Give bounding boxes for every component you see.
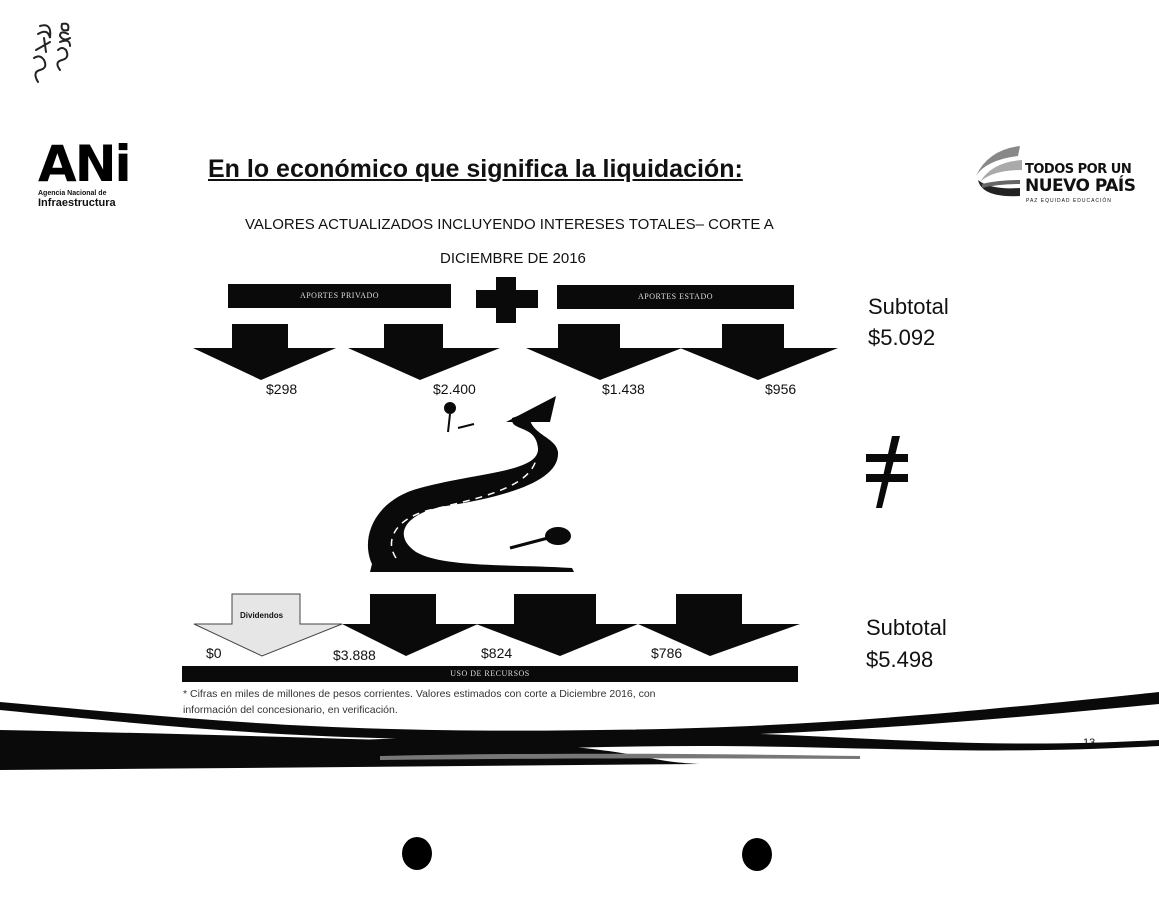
decorative-swoosh — [0, 692, 1159, 770]
ani-logo-line1: Agencia Nacional de — [38, 190, 107, 197]
top-value-3: $1.438 — [602, 381, 645, 397]
gov-logo-line1: TODOS POR UN — [1025, 162, 1132, 177]
dividends-label: Dividendos — [240, 611, 284, 620]
bottom-value-3: $824 — [481, 645, 513, 661]
arrow-up-icon — [506, 396, 556, 422]
bottom-subtotal-value: $5.498 — [866, 647, 934, 672]
road-sign-top-icon — [444, 402, 475, 433]
top-value-1: $298 — [266, 381, 298, 397]
bar-private-contributions: APORTES PRIVADO — [228, 284, 451, 308]
road-sign-bottom-icon — [509, 527, 571, 550]
subtitle-line1: VALORES ACTUALIZADOS INCLUYENDO INTERESE… — [245, 216, 774, 233]
bottom-arrows — [193, 593, 800, 657]
handwritten-annotation — [33, 22, 71, 83]
top-subtotal-label: Subtotal — [868, 294, 949, 319]
top-value-4: $956 — [765, 381, 797, 397]
gov-logo-swoosh-icon — [976, 146, 1022, 197]
bottom-subtotal-label: Subtotal — [866, 615, 947, 640]
down-arrow-icon — [526, 324, 682, 380]
plus-icon — [476, 277, 538, 323]
road-illustration — [367, 396, 574, 572]
down-arrow-icon — [193, 324, 336, 380]
bar-state-contributions: APORTES ESTADO — [557, 285, 794, 309]
ani-logo-mark: ANi — [38, 135, 132, 193]
gov-logo-line2: NUEVO PAÍS — [1025, 176, 1136, 196]
top-arrows — [193, 324, 838, 380]
top-subtotal-value: $5.092 — [868, 325, 936, 350]
bottom-value-2: $3.888 — [333, 647, 376, 663]
ani-logo-line2: Infraestructura — [38, 197, 116, 209]
gov-logo-line3: PAZ EQUIDAD EDUCACIÓN — [1026, 198, 1112, 204]
not-equal-icon — [866, 436, 908, 508]
bar-resource-use: USO DE RECURSOS — [182, 666, 798, 682]
footnote-line2: información del concesionario, en verifi… — [183, 704, 398, 716]
bottom-value-4: $786 — [651, 645, 683, 661]
slide-title: En lo económico que significa la liquida… — [208, 155, 743, 183]
down-arrow-icon — [476, 594, 638, 656]
ani-logo: ANi Agencia Nacional de Infraestructura — [38, 135, 150, 209]
down-arrow-icon — [348, 324, 500, 380]
punch-hole-left — [402, 837, 432, 870]
punch-hole-right — [742, 838, 772, 871]
gov-logo: TODOS POR UN NUEVO PAÍS PAZ EQUIDAD EDUC… — [968, 140, 1146, 210]
footnote-line1: * Cifras en miles de millones de pesos c… — [183, 688, 656, 700]
bottom-value-1: $0 — [206, 645, 222, 661]
down-arrow-icon — [342, 594, 478, 656]
dividends-arrow-icon — [193, 593, 343, 657]
subtitle-line2: DICIEMBRE DE 2016 — [440, 250, 586, 267]
down-arrow-icon — [638, 594, 800, 656]
down-arrow-icon — [680, 324, 838, 380]
footnote: * Cifras en miles de millones de pesos c… — [183, 686, 783, 718]
top-value-2: $2.400 — [433, 381, 476, 397]
page-number: 13 — [1083, 737, 1096, 749]
